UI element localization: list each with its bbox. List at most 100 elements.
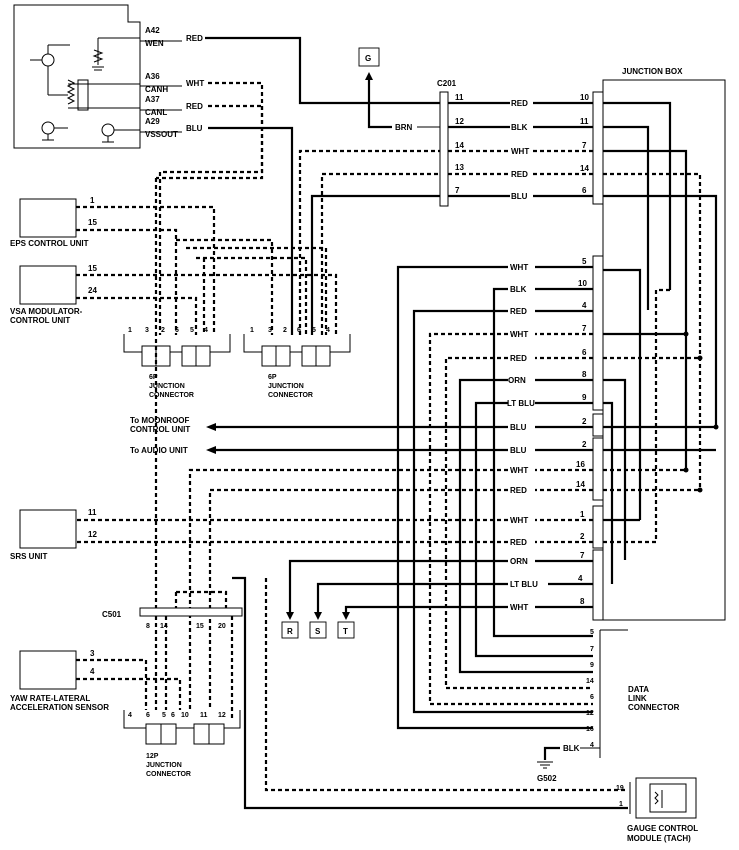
jb-mid-row4-color: RED	[510, 354, 527, 363]
jc6p1-label-1: 6P	[149, 374, 158, 381]
connector-g: G BRN	[358, 47, 440, 132]
vss-wire-color-wht: WHT	[186, 79, 204, 88]
jb-top-row1-pin: 11	[580, 117, 589, 126]
jc6p1-pin-4: 4	[204, 327, 208, 334]
c501-pin-8: 8	[146, 623, 150, 630]
terminal-s-label: S	[315, 627, 321, 636]
srs-pin-12: 12	[88, 530, 97, 539]
dlc-pin-16: 16	[586, 726, 594, 733]
jb-mid-row2-pin: 4	[582, 301, 587, 310]
eps-pin-15: 15	[88, 218, 97, 227]
yaw-pin-4: 4	[90, 667, 95, 676]
jc6p1-pin-5: 5	[190, 327, 194, 334]
yaw-label-2: ACCELERATION SENSOR	[10, 703, 109, 712]
eps-control-unit: EPS CONTROL UNIT 1 15	[10, 196, 97, 248]
jc6p1-label-3: CONNECTOR	[149, 392, 194, 399]
jb-mid-row10-color: RED	[510, 486, 527, 495]
vss-pin-a42: A42	[145, 26, 160, 35]
data-link-connector: 5 7 9 14 6 12 16 4 DATA LINK CONNECTOR	[586, 629, 680, 758]
vss-pin-a29: A29	[145, 117, 160, 126]
arrow-down-icon	[342, 612, 350, 620]
terminal-t-label: T	[343, 627, 348, 636]
jb-top-row3-pin: 14	[580, 164, 589, 173]
dlc-pin-7: 7	[590, 646, 594, 653]
jc6p1-label-2: JUNCTION	[149, 383, 185, 390]
eps-label: EPS CONTROL UNIT	[10, 239, 89, 248]
jb-mid-row14-color: LT BLU	[510, 580, 538, 589]
jb-mid-row1-pin: 10	[578, 279, 587, 288]
jc6p2-pin-3: 3	[268, 327, 272, 334]
jb-mid-row4-pin: 6	[582, 348, 587, 357]
moonroof-label-2: CONTROL UNIT	[130, 425, 190, 434]
vss-internal-circuit-icon	[30, 37, 140, 143]
c501-pin-14: 14	[160, 623, 168, 630]
eps-pin-1: 1	[90, 196, 95, 205]
jc6p2-label-2: JUNCTION	[268, 383, 304, 390]
c201-pin-13: 13	[455, 163, 464, 172]
vss-pin-a36: A36	[145, 72, 160, 81]
jb-mid-row8-color: BLU	[510, 446, 527, 455]
dlc-label-1: DATA	[628, 685, 649, 694]
resistor-icon	[654, 791, 659, 805]
jb-top-row3-color: RED	[511, 170, 528, 179]
jc6p2-label-3: CONNECTOR	[268, 392, 313, 399]
gauge-pin-19: 19	[616, 785, 624, 792]
dlc-pin-6: 6	[590, 694, 594, 701]
jb-mid-row12-pin: 2	[580, 532, 585, 541]
jb-top-row0-color: RED	[511, 99, 528, 108]
terminal-r: R	[281, 612, 299, 639]
jc12p-pin-6b: 6	[171, 712, 175, 719]
c201-pin-11: 11	[455, 93, 464, 102]
vsa-modulator-control-unit: VSA MODULATOR- CONTROL UNIT 15 24	[10, 264, 97, 325]
jc6p2-pin-2: 2	[283, 327, 287, 334]
moonroof-label-1: To MOONROOF	[130, 416, 190, 425]
dlc-label-2: LINK	[628, 694, 647, 703]
jb-mid-row7-color: BLU	[510, 423, 527, 432]
jb-mid-row1-color: BLK	[510, 285, 527, 294]
jb-mid-row11-color: WHT	[510, 516, 528, 525]
jb-mid-row6-color: LT BLU	[507, 399, 535, 408]
arrow-up-icon	[365, 72, 373, 80]
jc6p1-pin-2: 2	[161, 327, 165, 334]
jc12p-label-3: CONNECTOR	[146, 771, 191, 778]
gauge-pin-1: 1	[619, 801, 623, 808]
jb-mid-row15-color: WHT	[510, 603, 528, 612]
terminal-r-label: R	[287, 627, 293, 636]
connector-g-label: G	[365, 54, 371, 63]
c201-label: C201	[437, 79, 457, 88]
jb-top-row4-pin: 6	[582, 186, 587, 195]
vss-signal-vssout: VSSOUT	[145, 130, 178, 139]
arrow-down-icon	[314, 612, 322, 620]
srs-unit: SRS UNIT 11 12	[10, 508, 97, 561]
c201-pin-12: 12	[455, 117, 464, 126]
jc6p1-pin-6: 6	[175, 327, 179, 334]
jc12p-label-2: JUNCTION	[146, 762, 182, 769]
jb-mid-row3-color: WHT	[510, 330, 528, 339]
yaw-rate-sensor: YAW RATE-LATERAL ACCELERATION SENSOR 3 4	[10, 649, 109, 712]
ground-g502: BLK G502	[537, 744, 600, 783]
jc6p2-label-1: 6P	[268, 374, 277, 381]
jc12p-pin-4: 4	[128, 712, 132, 719]
junction-connector-12p: 4 6 5 6 10 11 12 12P JUNCTION CONNECTOR	[123, 710, 241, 778]
dlc-pin-12: 12	[586, 710, 594, 717]
jb-mid-row9-color: WHT	[510, 466, 528, 475]
jc12p-pin-11: 11	[200, 712, 208, 719]
jc12p-label-1: 12P	[146, 753, 159, 760]
gauge-label-1: GAUGE CONTROL	[627, 824, 698, 833]
jc12p-pin-5: 5	[162, 712, 166, 719]
vsa-label-1: VSA MODULATOR-	[10, 307, 83, 316]
jb-top-row2-color: WHT	[511, 147, 529, 156]
gauge-control-module: 19 1 GAUGE CONTROL MODULE (TACH)	[616, 777, 698, 843]
yaw-label-1: YAW RATE-LATERAL	[10, 694, 90, 703]
c201-brn-label: BRN	[395, 123, 413, 132]
jb-mid-row2-color: RED	[510, 307, 527, 316]
junction-box-title: JUNCTION BOX	[622, 67, 683, 76]
jb-mid-row10-pin: 14	[576, 480, 585, 489]
jb-mid-row0-color: WHT	[510, 263, 528, 272]
jb-mid-row6-pin: 9	[582, 393, 587, 402]
dlc-pin-5: 5	[590, 629, 594, 636]
c201-pin-14: 14	[455, 141, 464, 150]
dlc-label-3: CONNECTOR	[628, 703, 680, 712]
jb-mid-row12-color: RED	[510, 538, 527, 547]
